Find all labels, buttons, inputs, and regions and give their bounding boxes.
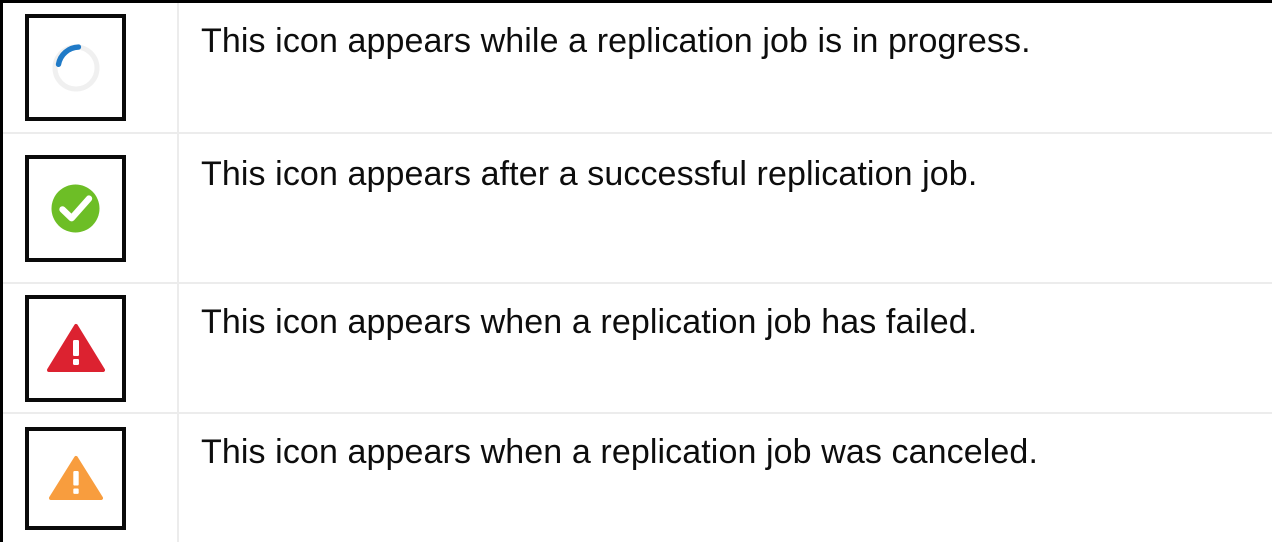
icon-frame [25,14,126,121]
description-cell: This icon appears while a replication jo… [179,3,1272,132]
row-description: This icon appears when a replication job… [201,303,978,341]
spinner-in-progress-icon [47,39,105,97]
icon-cell [3,134,179,282]
row-description: This icon appears when a replication job… [201,433,1038,471]
icon-frame [25,426,126,530]
row-description: This icon appears while a replication jo… [201,22,1031,60]
table-row: This icon appears when a replication job… [3,284,1272,414]
description-cell: This icon appears when a replication job… [179,414,1272,542]
description-cell: This icon appears after a successful rep… [179,134,1272,282]
icon-cell [3,3,179,132]
table-row: This icon appears when a replication job… [3,414,1272,542]
icon-frame [25,294,126,402]
canceled-warning-triangle-icon [48,454,103,502]
icon-cell [3,414,179,542]
icon-cell [3,284,179,412]
table-row: This icon appears after a successful rep… [3,134,1272,284]
row-description: This icon appears after a successful rep… [201,155,978,193]
table-row: This icon appears while a replication jo… [3,3,1272,134]
success-check-circle-icon [47,180,104,237]
description-cell: This icon appears when a replication job… [179,284,1272,412]
error-warning-triangle-icon [46,322,105,374]
icon-frame [25,154,126,262]
